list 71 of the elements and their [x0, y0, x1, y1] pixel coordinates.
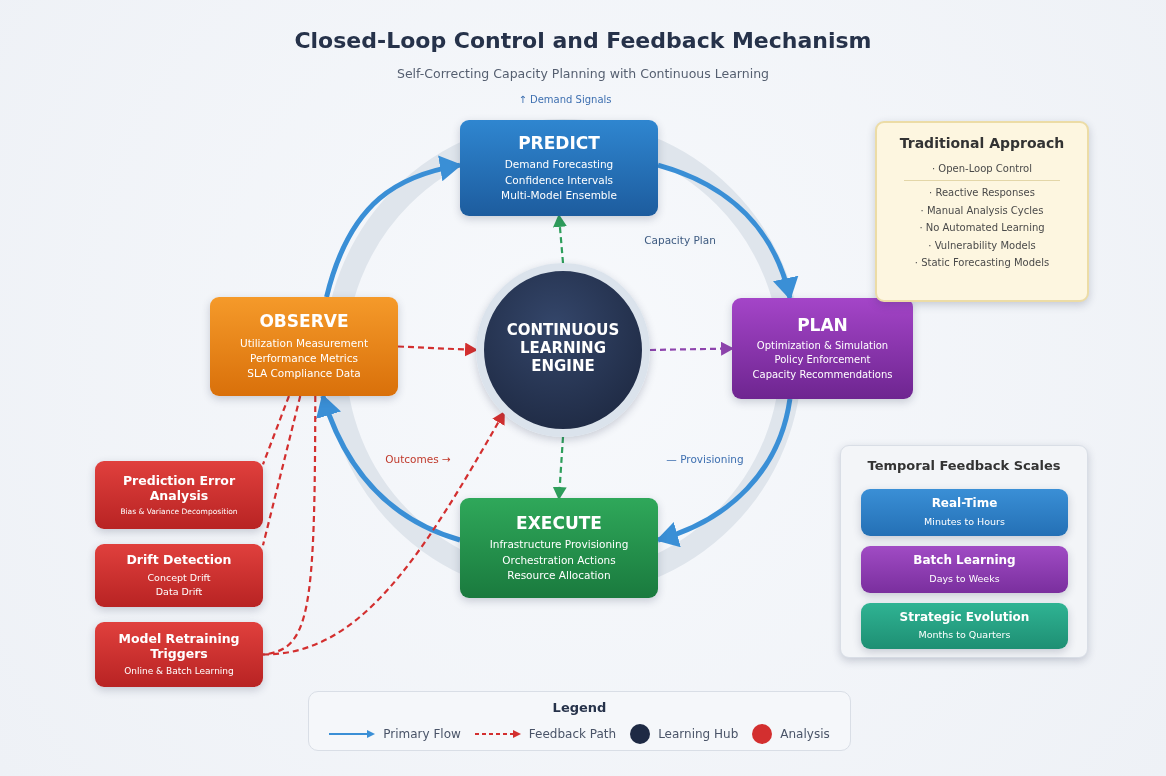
- subtitle: Self-Correcting Capacity Planning with Continuous Learning: [396, 66, 770, 81]
- box-title: PREDICT: [518, 132, 600, 154]
- analysis-box: [95, 622, 263, 687]
- arrow: [324, 156, 462, 298]
- arrow: [316, 394, 461, 543]
- process-box: [460, 120, 658, 216]
- process-box: [210, 297, 398, 396]
- edge-label: Capacity Plan: [641, 234, 719, 246]
- connector-line: [261, 395, 302, 546]
- analysis-box: [95, 461, 263, 529]
- box-title: Strategic Evolution: [899, 609, 1030, 625]
- box-title: Traditional Approach: [899, 135, 1065, 152]
- info-panel: [875, 121, 1089, 302]
- box-text: Capacity Recommendations: [752, 367, 893, 382]
- arrow: [656, 398, 793, 547]
- flow-label: Outcomes →: [384, 453, 452, 465]
- process-box: [732, 298, 913, 399]
- box-title: Real-Time: [931, 496, 998, 511]
- box-title: Temporal Feedback Scales: [867, 458, 1061, 474]
- legend-title: Legend: [551, 700, 608, 715]
- box-title: OBSERVE: [259, 311, 349, 332]
- signal-label: ↑ Demand Signals: [517, 94, 613, 105]
- box-title: Prediction Error Analysis: [121, 472, 237, 503]
- box-text: Concept Drift: [147, 571, 211, 585]
- box-text: Confidence Intervals: [504, 172, 614, 188]
- box-title: PLAN: [797, 314, 848, 335]
- legend-text: Feedback Path: [528, 727, 617, 741]
- box-title: Drift Detection: [126, 552, 232, 568]
- box-title: Batch Learning: [913, 553, 1016, 568]
- box-title: CONTINUOUS LEARNING ENGINE: [505, 321, 621, 375]
- box-text: Demand Forecasting: [504, 157, 614, 173]
- arrow: [397, 342, 478, 357]
- box-text: · Manual Analysis Cycles: [920, 203, 1044, 218]
- flow-label: — Provisioning: [665, 453, 745, 465]
- box-text: Performance Metrics: [250, 351, 358, 367]
- box-text: Minutes to Hours: [924, 514, 1005, 529]
- arrow: [552, 436, 567, 500]
- scale-card: [861, 603, 1068, 649]
- box-title: EXECUTE: [516, 512, 602, 534]
- legend-text: Learning Hub: [658, 727, 739, 741]
- box-text: Multi-Model Ensemble: [501, 187, 617, 203]
- box-text: Data Drift: [155, 585, 203, 599]
- legend-text: Primary Flow: [383, 727, 461, 741]
- box-text: Optimization & Simulation: [756, 338, 889, 353]
- box-text: Infrastructure Provisioning: [489, 537, 629, 553]
- scale-card: [861, 546, 1068, 593]
- box-text: Online & Batch Learning: [124, 664, 234, 678]
- arrow: [650, 341, 734, 356]
- box-text: Days to Weeks: [929, 571, 1000, 586]
- box-text: Orchestration Actions: [502, 552, 616, 568]
- box-text: · Vulnerability Models: [928, 238, 1036, 253]
- connector-line: [261, 395, 290, 465]
- process-box: [460, 498, 658, 598]
- scales-panel: [840, 445, 1088, 658]
- diagram-title: Closed-Loop Control and Feedback Mechanism: [293, 28, 873, 53]
- box-text: Months to Quarters: [918, 628, 1011, 643]
- box-text: Utilization Measurement: [239, 335, 368, 351]
- arrow: [552, 214, 567, 264]
- box-title: Model Retraining Triggers: [117, 630, 241, 661]
- box-text: · Reactive Responses: [929, 186, 1035, 201]
- analysis-box: [95, 544, 263, 607]
- arrow: [262, 410, 505, 656]
- box-text: · Open-Loop Control: [932, 161, 1032, 176]
- box-text: Policy Enforcement: [774, 353, 871, 368]
- scale-card: [861, 489, 1068, 536]
- box-text: · Static Forecasting Models: [914, 256, 1050, 271]
- legend-text: Analysis: [780, 727, 830, 741]
- box-text: Resource Allocation: [507, 567, 611, 583]
- box-text: · No Automated Learning: [919, 221, 1045, 236]
- arrow: [657, 162, 798, 300]
- box-text: SLA Compliance Data: [247, 366, 361, 382]
